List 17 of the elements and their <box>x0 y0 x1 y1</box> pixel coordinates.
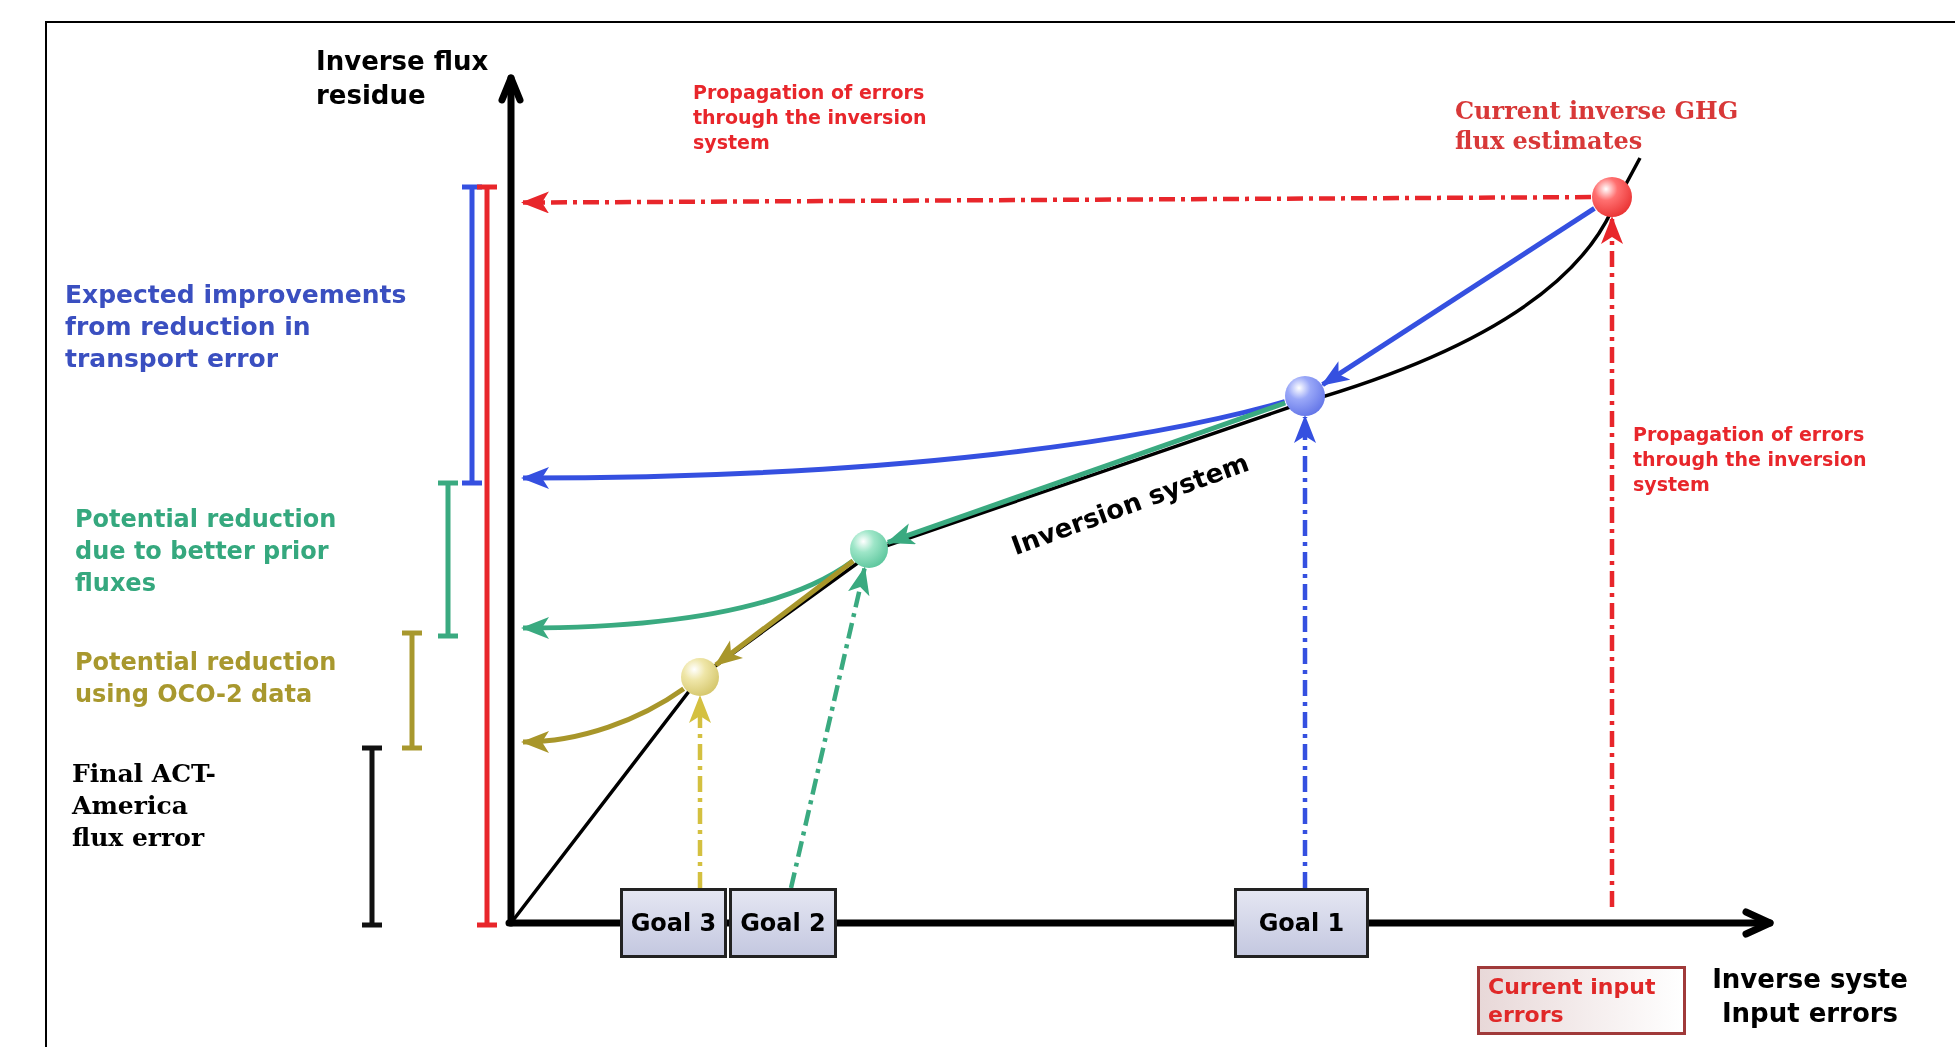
arrow <box>521 191 1591 214</box>
arrow <box>1294 415 1316 888</box>
axis-title: Inverse syste Input errors <box>1711 963 1909 1030</box>
goal-box: Goal 2 <box>729 888 837 958</box>
arrow <box>1601 216 1623 907</box>
axis-title: Inverse flux residue <box>316 45 490 112</box>
status-box: Current input errors <box>1477 966 1686 1035</box>
arrow <box>521 399 1286 489</box>
arrow <box>521 686 686 753</box>
arrow <box>886 400 1287 545</box>
arrow <box>788 566 870 889</box>
arrow <box>689 695 711 888</box>
arrow <box>1320 206 1596 387</box>
node-caption: Current inverse GHG flux estimates <box>1455 96 1740 156</box>
goal-box: Goal 1 <box>1234 888 1369 958</box>
goal-box: Goal 3 <box>620 888 727 958</box>
arrow <box>714 559 855 667</box>
